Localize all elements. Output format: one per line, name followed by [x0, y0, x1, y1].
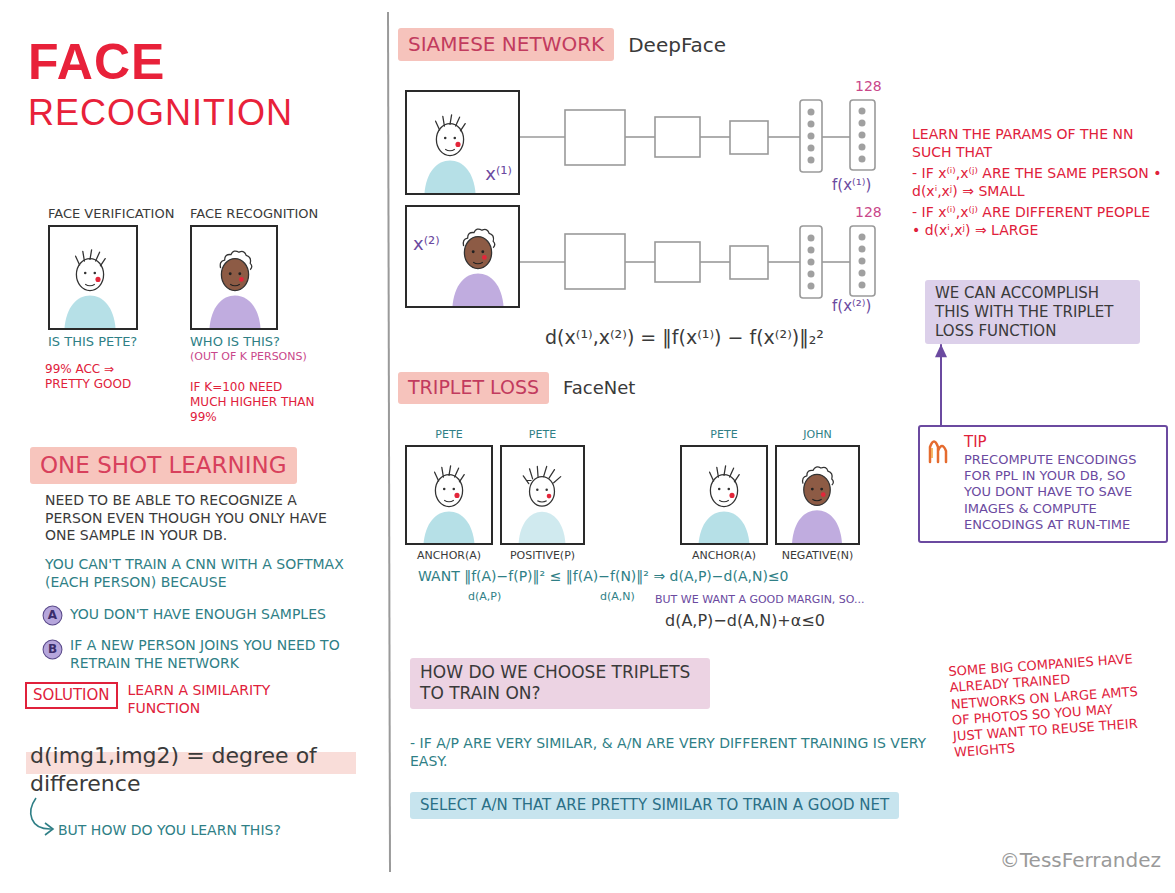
- caption-group: PETE: [710, 428, 737, 442]
- page-title: FACE RECOGNITION: [28, 34, 358, 133]
- caption-group: WHO IS THIS?(OUT OF K PERSONS): [190, 334, 350, 364]
- photo-frame: PETEANCHOR(A): [680, 445, 768, 545]
- model-name: FaceNet: [563, 377, 635, 400]
- arrow-head: [935, 344, 947, 357]
- image-heading: PETE: [529, 428, 556, 442]
- reason-text: IF A NEW PERSON JOINS YOU NEED TO RETRAI…: [70, 637, 375, 672]
- bullet-letter: A: [42, 605, 63, 626]
- image-caption: WHO IS THIS?: [190, 334, 350, 350]
- accuracy-note: 99% ACC ⇒ PRETTY GOOD: [45, 362, 155, 392]
- formula-text: d(img1,img2) = degree of difference: [30, 742, 375, 797]
- body-text: - IF A/P ARE VERY SIMILAR, & A/N ARE VER…: [410, 735, 930, 770]
- caption-group: PETE: [435, 428, 462, 442]
- image-heading: PETE: [435, 428, 462, 442]
- caption-group: PETE: [529, 428, 556, 442]
- caption-group: ANCHOR(A): [692, 549, 756, 563]
- banner-text: HOW DO WE CHOOSE TRIPLETS TO TRAIN ON?: [420, 662, 700, 705]
- photo-frame: FACE RECOGNITIONWHO IS THIS?(OUT OF K PE…: [190, 225, 278, 330]
- banner-text: SIAMESE NETWORK: [408, 32, 604, 57]
- formula-note: BUT WE WANT A GOOD MARGIN, SO...: [655, 593, 865, 607]
- image-heading: JOHN: [803, 428, 831, 442]
- output-label: f(x⁽²⁾): [832, 297, 871, 316]
- dimension-label: 128: [855, 204, 882, 222]
- margin-formula: d(A,P)−d(A,N)+α≤0: [665, 611, 825, 631]
- caption-group: ANCHOR(A): [417, 549, 481, 563]
- input-label: x⁽²⁾: [413, 233, 440, 256]
- solution-text: LEARN A SIMILARITY FUNCTION: [128, 682, 328, 717]
- banner-text: TRIPLET LOSS: [408, 376, 539, 400]
- photo-frame: JOHNNEGATIVE(N): [775, 445, 860, 545]
- input-label: x⁽¹⁾: [485, 163, 512, 186]
- formula-note: d(A,P): [468, 590, 501, 604]
- body-text: NEED TO BE ABLE TO RECOGNIZE A PERSON EV…: [45, 492, 355, 545]
- tip-heading: TIP: [964, 433, 1156, 452]
- model-name: DeepFace: [628, 33, 726, 58]
- caption-group: IS THIS PETE?: [48, 334, 208, 350]
- note-text: - IF x⁽ⁱ⁾,x⁽ʲ⁾ ARE DIFFERENT PEOPLE • d(…: [912, 204, 1162, 239]
- image-caption: ANCHOR(A): [417, 549, 481, 563]
- image-caption: ANCHOR(A): [692, 549, 756, 563]
- box-text: SOLUTION: [33, 686, 110, 705]
- reason-text: YOU DON'T HAVE ENOUGH SAMPLES: [70, 606, 370, 624]
- input-image: x⁽¹⁾: [405, 90, 520, 195]
- input-image: x⁽²⁾: [405, 205, 520, 308]
- image-caption: (OUT OF K PERSONS): [190, 350, 350, 364]
- body-text: YOU CAN'T TRAIN A CNN WITH A SOFTMAX (EA…: [45, 556, 360, 591]
- output-label: f(x⁽¹⁾): [832, 176, 871, 195]
- connector-arrow: [935, 344, 947, 425]
- bullet-circle: B: [42, 639, 63, 660]
- callout-banner: WE CAN ACCOMPLISH THIS WITH THE TRIPLET …: [925, 280, 1140, 344]
- photo-frame: PETEANCHOR(A): [405, 445, 493, 545]
- section-banner: SIAMESE NETWORK: [398, 28, 614, 61]
- banner-text: ONE SHOT LEARNING: [40, 451, 287, 480]
- photo-frame: PETEPOSITIVE(P): [500, 445, 585, 545]
- dimension-label: 128: [855, 78, 882, 96]
- note-text: - IF x⁽ⁱ⁾,x⁽ʲ⁾ ARE THE SAME PERSON • d(x…: [912, 165, 1162, 200]
- image-heading: PETE: [710, 428, 737, 442]
- section-banner: TRIPLET LOSS: [398, 372, 549, 404]
- question-banner: HOW DO WE CHOOSE TRIPLETS TO TRAIN ON?: [410, 658, 710, 709]
- image-caption: NEGATIVE(N): [782, 549, 854, 563]
- image-caption: POSITIVE(P): [510, 549, 575, 563]
- tip-box: TIPPRECOMPUTE ENCODINGS FOR PPL IN YOUR …: [918, 425, 1168, 543]
- caption-group: JOHN: [803, 428, 831, 442]
- distance-formula: d(x⁽¹⁾,x⁽²⁾) = ‖f(x⁽¹⁾) − f(x⁽²⁾)‖₂²: [545, 326, 915, 350]
- key-point-banner: SELECT A/N THAT ARE PRETTY SIMILAR TO TR…: [410, 792, 899, 819]
- side-note: SOME BIG COMPANIES HAVE ALREADY TRAINED …: [948, 651, 1144, 762]
- caption-group: POSITIVE(P): [510, 549, 575, 563]
- question-text: BUT HOW DO YOU LEARN THIS?: [58, 822, 378, 840]
- solution-box: SOLUTION: [25, 682, 118, 709]
- loss-formula: WANT ‖f(A)−f(P)‖² ≤ ‖f(A)−f(N)‖² ⇒ d(A,P…: [418, 568, 789, 586]
- watermark: ©TessFerrandez: [1000, 848, 1161, 873]
- banner-text: SELECT A/N THAT ARE PRETTY SIMILAR TO TR…: [420, 796, 889, 815]
- note-text: LEARN THE PARAMS OF THE NN SUCH THAT: [912, 126, 1162, 161]
- tip-body: PRECOMPUTE ENCODINGS FOR PPL IN YOUR DB,…: [964, 452, 1156, 533]
- photo-frame: FACE VERIFICATIONIS THIS PETE?: [48, 225, 138, 330]
- bullet-letter: B: [42, 639, 63, 660]
- bullet-circle: A: [42, 605, 63, 626]
- caption-group: FACE VERIFICATION: [48, 206, 178, 222]
- accuracy-note: IF K=100 NEED MUCH HIGHER THAN 99%: [190, 380, 315, 425]
- image-heading: FACE RECOGNITION: [190, 206, 320, 222]
- image-heading: FACE VERIFICATION: [48, 206, 178, 222]
- section-banner: ONE SHOT LEARNING: [30, 447, 297, 484]
- image-caption: IS THIS PETE?: [48, 334, 208, 350]
- caption-group: FACE RECOGNITION: [190, 206, 320, 222]
- caption-group: NEGATIVE(N): [782, 549, 854, 563]
- formula-note: d(A,N): [600, 590, 635, 604]
- banner-text: WE CAN ACCOMPLISH THIS WITH THE TRIPLET …: [935, 284, 1130, 340]
